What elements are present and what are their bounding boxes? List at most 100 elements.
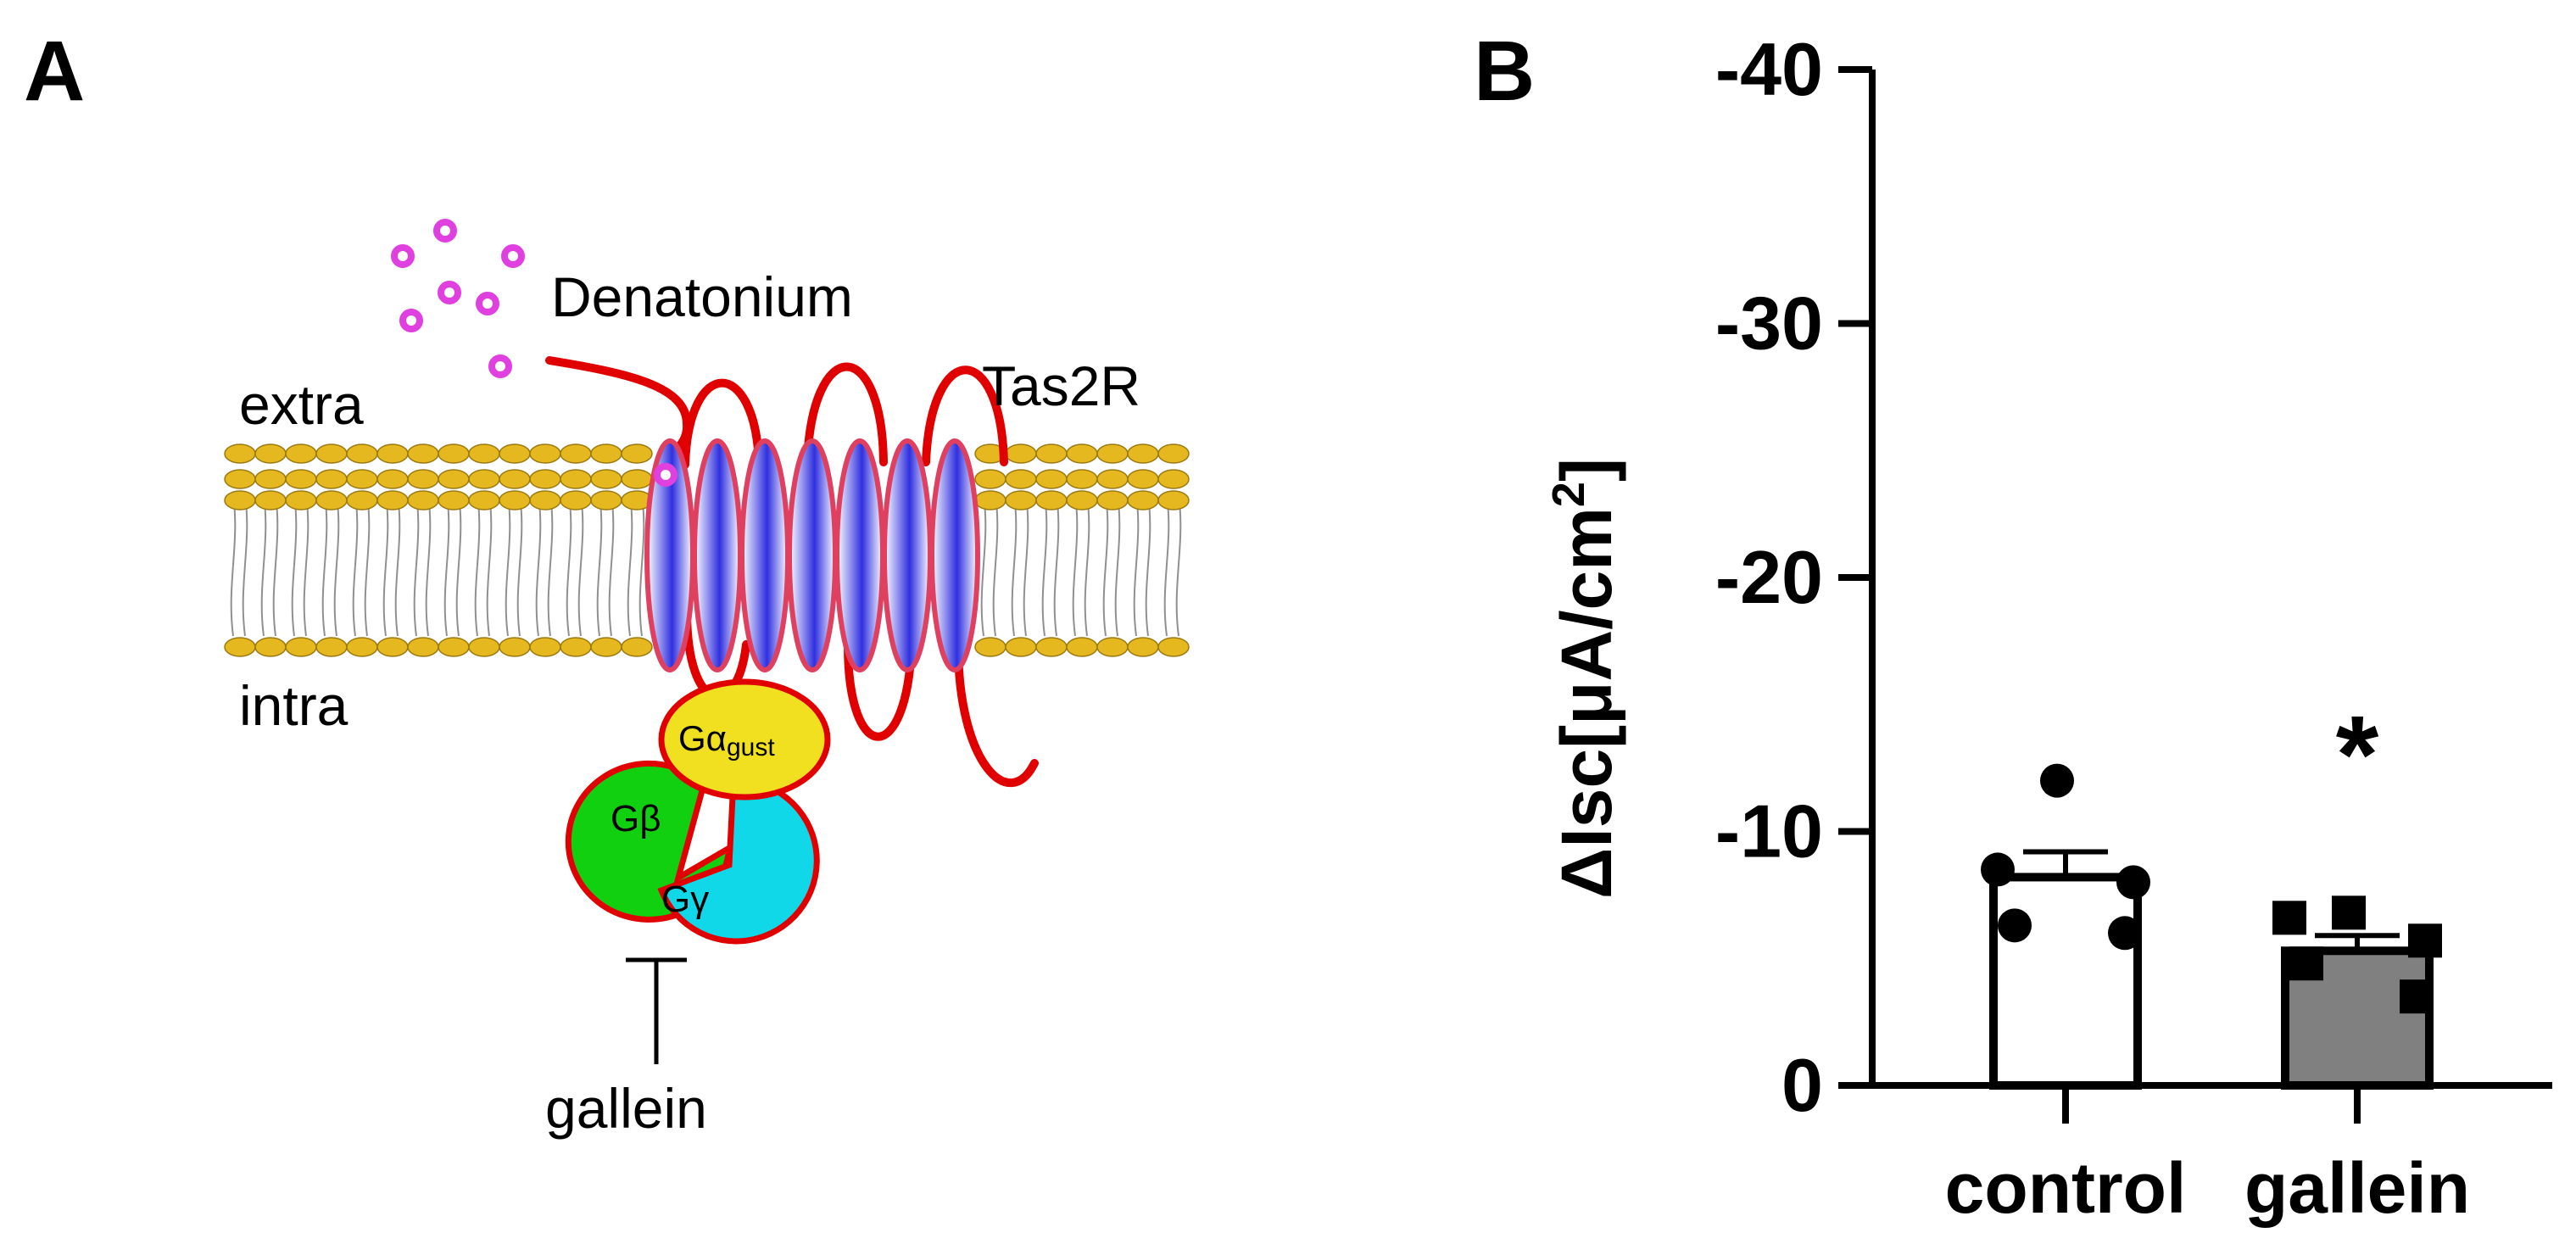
lipid-head: [1157, 637, 1190, 657]
lipid-head: [438, 637, 470, 657]
lipid-head: [224, 443, 256, 464]
lipid-head: [1005, 443, 1037, 464]
lipid-head: [1157, 469, 1190, 489]
g-protein: Gβ Gγ Gαgust: [565, 678, 831, 945]
lipid-tail: [291, 495, 298, 637]
lipid-head: [560, 637, 592, 657]
lipid-head: [438, 490, 470, 510]
lipid-head: [1127, 637, 1159, 657]
lipid-head: [621, 637, 653, 657]
lipid-head: [1157, 443, 1190, 464]
lipid-tail: [627, 495, 633, 637]
transmembrane-helix: [787, 438, 838, 672]
lipid-tail: [242, 495, 248, 637]
data-point-control: [1981, 852, 2015, 887]
lipid-tail: [455, 495, 462, 637]
lipid-tail: [333, 495, 340, 637]
lipid-head: [1096, 469, 1129, 489]
y-tick-label: -40: [1715, 27, 1823, 111]
lipid-head: [1096, 637, 1129, 657]
lipid-tail: [1133, 495, 1140, 637]
denatonium-molecule: [488, 354, 512, 378]
gallein-label: gallein: [545, 1077, 707, 1140]
intracellular-label: intra: [239, 674, 348, 737]
lipid-head: [254, 637, 287, 657]
lipid-head: [1005, 469, 1037, 489]
lipid-head: [346, 637, 378, 657]
lipid-tail: [577, 495, 584, 637]
lipid-head: [560, 490, 592, 510]
lipid-head: [499, 490, 531, 510]
lipid-head: [1127, 443, 1159, 464]
data-point-gallein: [2272, 901, 2306, 935]
lipid-tail: [505, 495, 511, 637]
g-gamma-label: Gγ: [661, 879, 709, 920]
lipid-head: [285, 637, 317, 657]
lipid-tail: [1163, 495, 1170, 637]
denatonium-molecule: [476, 292, 499, 315]
lipid-head: [590, 637, 622, 657]
lipid-tail: [566, 495, 572, 637]
lipid-head: [468, 443, 500, 464]
lipid-tail: [547, 495, 554, 637]
lipid-tail: [516, 495, 523, 637]
lipid-head: [468, 490, 500, 510]
lipid-head: [1005, 637, 1037, 657]
lipid-tail: [394, 495, 401, 637]
data-point-control: [2116, 865, 2150, 900]
lipid-tail: [1114, 495, 1121, 637]
lipid-tail: [1145, 495, 1151, 637]
lipid-head: [1096, 443, 1129, 464]
y-axis-label: ΔIsc[μA/cm2]: [1543, 458, 1626, 899]
tas2r-label: Tas2R: [982, 354, 1140, 417]
lipid-tail: [1041, 495, 1048, 637]
data-point-gallein: [2400, 979, 2434, 1014]
denatonium-molecule: [501, 244, 525, 268]
lipid-head: [376, 490, 409, 510]
data-point-gallein: [2289, 946, 2323, 981]
lipid-head: [224, 490, 256, 510]
bar-control: [1989, 873, 2142, 1091]
lipid-head: [1096, 490, 1129, 510]
lipid-head: [376, 469, 409, 489]
lipid-head: [1035, 637, 1068, 657]
lipid-head: [407, 637, 439, 657]
g-alpha-gust-subunit: [658, 678, 831, 801]
lipid-head: [529, 490, 561, 510]
lipid-tail: [443, 495, 450, 637]
lipid-head: [224, 469, 256, 489]
lipid-head: [315, 469, 348, 489]
lipid-tail: [303, 495, 309, 637]
lipid-head: [1066, 469, 1098, 489]
data-point-control: [1998, 908, 2032, 943]
transmembrane-helix: [834, 438, 885, 672]
lipid-head: [560, 443, 592, 464]
lipid-tail: [260, 495, 267, 637]
extracellular-label: extra: [239, 373, 364, 436]
lipid-head: [1157, 490, 1190, 510]
data-point-control: [2040, 763, 2074, 798]
lipid-head: [499, 469, 531, 489]
transmembrane-helix: [692, 438, 743, 672]
lipid-head: [621, 469, 653, 489]
lipid-head: [1066, 637, 1098, 657]
lipid-tail: [1102, 495, 1109, 637]
cell-membrane: [224, 443, 1190, 657]
lipid-head: [468, 469, 500, 489]
lipid-tail: [1175, 495, 1182, 637]
transmembrane-helix: [929, 438, 980, 672]
lipid-head: [407, 469, 439, 489]
panel-a-label: A: [24, 24, 85, 119]
y-tick-label: -30: [1715, 282, 1823, 365]
lipid-head: [407, 443, 439, 464]
lipid-tail: [596, 495, 603, 637]
lipid-tail: [638, 495, 645, 637]
denatonium-molecule: [391, 244, 415, 268]
data-point-control: [2108, 916, 2142, 951]
lipid-head: [224, 637, 256, 657]
lipid-head: [974, 490, 1006, 510]
lipid-head: [285, 490, 317, 510]
lipid-head: [285, 469, 317, 489]
